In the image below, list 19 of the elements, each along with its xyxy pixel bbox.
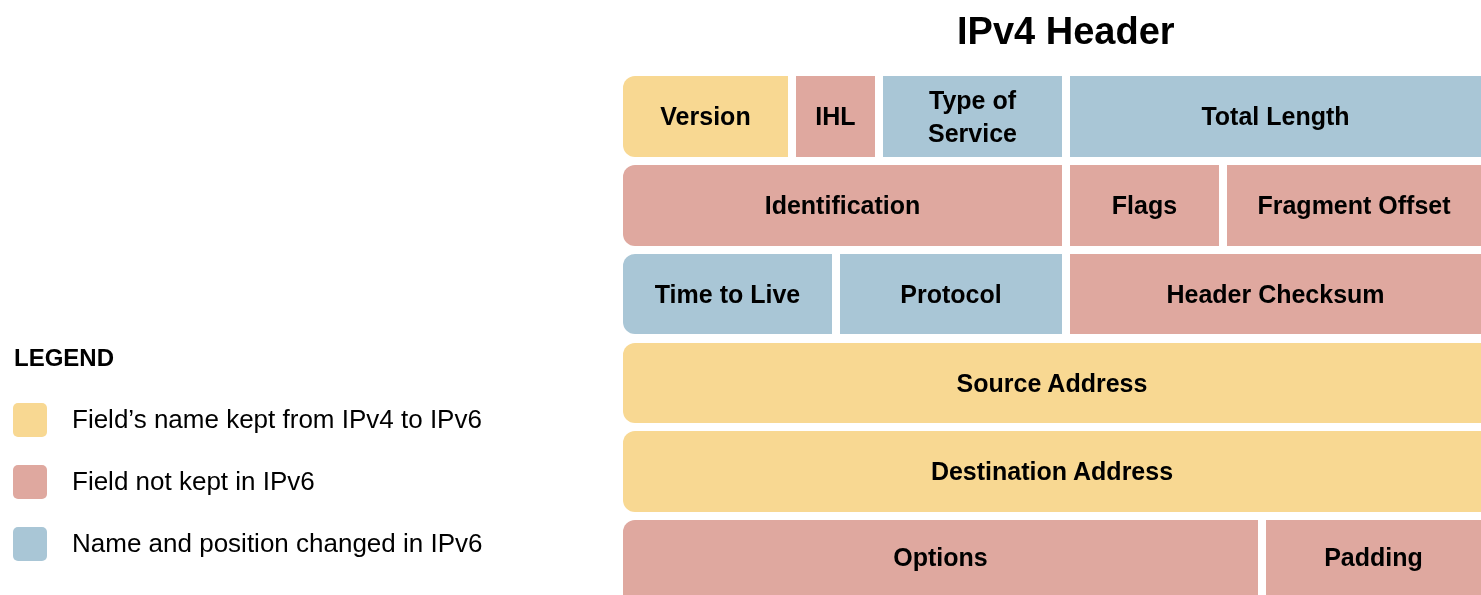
diagram-title: IPv4 Header <box>957 9 1175 54</box>
header-field: Padding <box>1266 520 1481 595</box>
legend-text: Field’s name kept from IPv4 to IPv6 <box>72 403 482 436</box>
header-field: Version <box>623 76 788 157</box>
header-field: Source Address <box>623 343 1481 423</box>
header-field: Options <box>623 520 1258 595</box>
legend-text: Field not kept in IPv6 <box>72 465 315 498</box>
header-field: Fragment Offset <box>1227 165 1481 246</box>
header-field: Header Checksum <box>1070 254 1481 334</box>
header-field: IHL <box>796 76 875 157</box>
header-field: Protocol <box>840 254 1062 334</box>
legend-text: Name and position changed in IPv6 <box>72 527 483 560</box>
header-field: Type of Service <box>883 76 1062 157</box>
header-field: Total Length <box>1070 76 1481 157</box>
header-field: Flags <box>1070 165 1219 246</box>
header-field: Time to Live <box>623 254 832 334</box>
header-field: Identification <box>623 165 1062 246</box>
legend-heading: LEGEND <box>14 343 114 373</box>
header-field: Destination Address <box>623 431 1481 512</box>
